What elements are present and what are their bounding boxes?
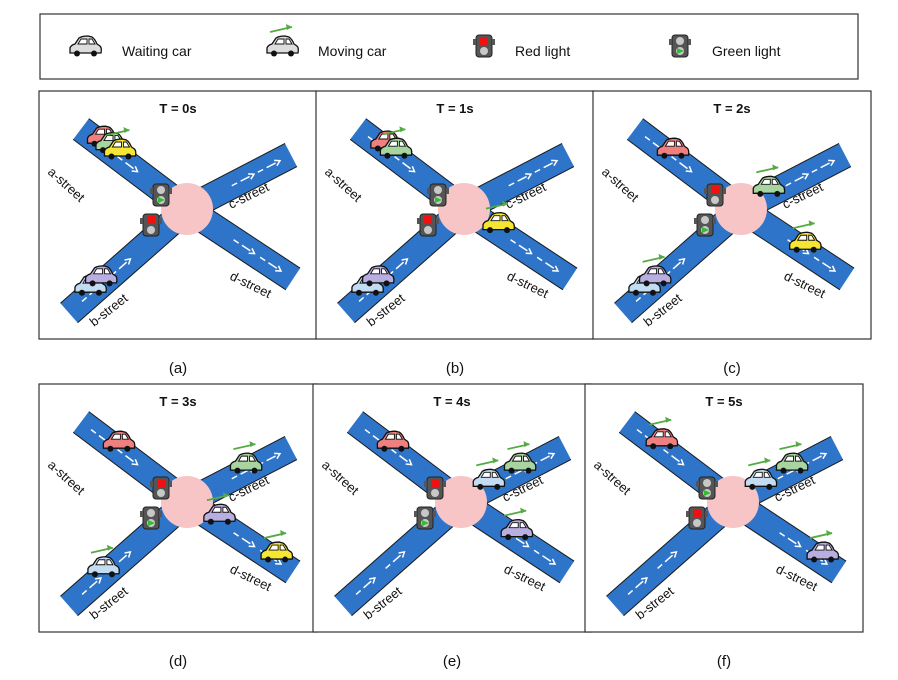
moving-car-icon	[775, 441, 809, 474]
road-b	[337, 199, 473, 323]
waiting-car-icon	[361, 265, 395, 287]
signal-b-green-light-icon	[140, 506, 162, 530]
intersection-circle	[438, 183, 490, 235]
car-shape	[69, 35, 102, 57]
moving-car-icon	[503, 441, 537, 474]
waiting-car-icon	[376, 430, 410, 452]
red-light-icon	[473, 34, 495, 58]
panel-label: (d)	[169, 653, 187, 670]
moving-car-icon	[260, 530, 294, 563]
panel-title: T = 4s	[433, 394, 470, 409]
car-shape	[266, 24, 299, 57]
moving-car-icon	[266, 24, 299, 57]
moving-car-icon	[806, 530, 840, 563]
signal-a-red-light-icon	[150, 476, 172, 500]
moving-car-icon	[472, 457, 506, 490]
moving-car-icon	[229, 441, 263, 474]
road-b	[60, 199, 196, 323]
moving-car-icon	[645, 416, 679, 450]
panel-label: (c)	[723, 360, 741, 377]
signal-b-red-light-icon	[686, 506, 708, 530]
signal-b-green-light-icon	[694, 213, 716, 237]
legend-red-label: Red light	[515, 43, 570, 59]
signal-a-red-light-icon	[704, 183, 726, 207]
signal-a-green-light-icon	[696, 476, 718, 500]
road-b	[60, 492, 196, 616]
panel-label: (b)	[446, 360, 464, 377]
legend-waiting-label: Waiting car	[122, 43, 192, 59]
road-b	[614, 199, 750, 323]
panel-label: (f)	[717, 653, 731, 670]
signal-b-red-light-icon	[417, 213, 439, 237]
waiting-car-icon	[102, 430, 136, 452]
legend-box	[39, 13, 859, 80]
road-b	[334, 492, 470, 616]
signal-b-red-light-icon	[140, 213, 162, 237]
panel-title: T = 3s	[159, 394, 196, 409]
waiting-car-icon	[69, 35, 102, 57]
moving-car-icon	[379, 126, 413, 159]
legend-moving-label: Moving car	[318, 43, 387, 59]
signal-shape	[473, 34, 495, 58]
moving-car-icon	[87, 544, 120, 578]
legend: Waiting car Moving car Red light Green l…	[39, 13, 859, 80]
moving-car-icon	[103, 127, 137, 160]
panel-title: T = 5s	[705, 394, 742, 409]
intersection-circle	[161, 183, 213, 235]
panel-title: T = 1s	[436, 101, 473, 116]
panel-title: T = 2s	[713, 101, 750, 116]
moving-car-icon	[789, 220, 822, 253]
legend-green-label: Green light	[712, 43, 781, 59]
waiting-car-icon	[656, 137, 690, 159]
panel-label: (a)	[169, 360, 187, 377]
road-b	[606, 492, 742, 616]
intersection-circle	[435, 476, 487, 528]
waiting-car-icon	[84, 265, 118, 287]
signal-b-green-light-icon	[414, 506, 436, 530]
panel-title: T = 0s	[159, 101, 196, 116]
signal-shape	[669, 34, 691, 58]
moving-car-icon	[752, 164, 786, 197]
moving-car-icon	[482, 200, 515, 234]
panel-label: (e)	[443, 653, 461, 670]
signal-a-green-light-icon	[427, 183, 449, 207]
intersection-circle	[161, 476, 213, 528]
intersection-circle	[715, 183, 767, 235]
moving-car-icon	[500, 507, 534, 541]
moving-car-icon	[638, 253, 672, 287]
moving-car-icon	[744, 457, 778, 490]
green-light-icon	[669, 34, 691, 58]
moving-car-icon	[203, 492, 236, 525]
signal-a-green-light-icon	[150, 183, 172, 207]
signal-a-red-light-icon	[424, 476, 446, 500]
intersection-circle	[707, 476, 759, 528]
